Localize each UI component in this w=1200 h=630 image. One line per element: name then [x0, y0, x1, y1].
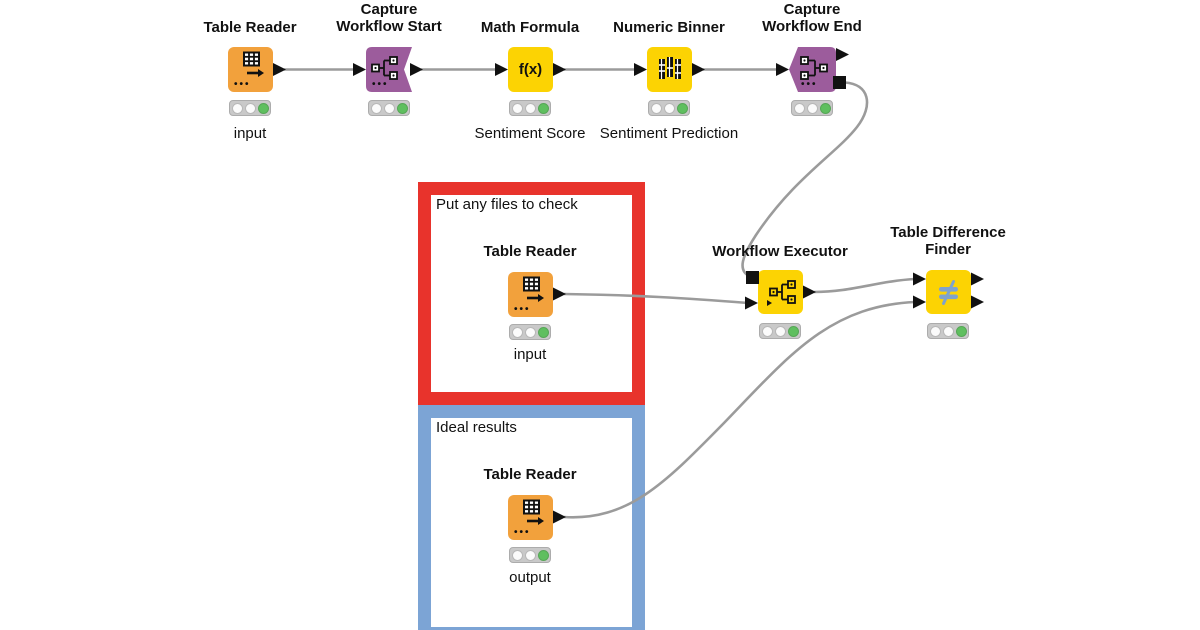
status-bulb [511, 326, 523, 338]
status-bulb [793, 102, 805, 114]
status-bulb [774, 325, 786, 337]
node-table-reader-output[interactable]: ••• [508, 495, 553, 540]
traffic-light [509, 100, 551, 116]
workflow-executor-icon [767, 280, 796, 306]
traffic-light [509, 547, 551, 563]
status-bulb [231, 102, 243, 114]
workflow-fork-icon [371, 56, 398, 80]
node-math-formula[interactable]: f(x) [508, 47, 553, 92]
status-bulb [383, 102, 395, 114]
node-label: Table Reader [483, 243, 577, 260]
node-dots: ••• [514, 527, 531, 538]
annotation-box-files-to-check[interactable]: Put any files to check [418, 182, 645, 405]
status-bulb [524, 549, 536, 561]
node-table-reader-1[interactable]: ••• [228, 47, 273, 92]
node-label: Numeric Binner [613, 19, 725, 36]
status-bulb-green [257, 102, 269, 114]
status-bulb [663, 102, 675, 114]
node-dots: ••• [801, 79, 818, 90]
annotation-title: Ideal results [436, 419, 517, 436]
node-label: Capture Workflow End [762, 1, 862, 35]
node-label: Math Formula [480, 19, 580, 36]
node-custom-label: Sentiment Score [474, 125, 586, 142]
node-workflow-executor[interactable] [758, 270, 803, 314]
traffic-light [648, 100, 690, 116]
status-bulb [806, 102, 818, 114]
annotation-title: Put any files to check [436, 196, 578, 213]
node-label: Capture Workflow Start [336, 1, 442, 35]
node-custom-label: input [513, 346, 547, 363]
wire-executor-to-differencefinder[interactable] [813, 277, 916, 294]
status-bulb-green [537, 326, 549, 338]
status-bulb-green [676, 102, 688, 114]
wire-input-reader-to-executor[interactable] [563, 292, 749, 305]
node-label: Table Difference Finder [890, 224, 1006, 258]
node-table-reader-input[interactable]: ••• [508, 272, 553, 317]
status-bulb [370, 102, 382, 114]
node-label: Table Reader [203, 19, 297, 36]
node-dots: ••• [234, 79, 251, 90]
node-custom-label: output [509, 569, 551, 586]
traffic-light [759, 323, 801, 339]
node-label: Workflow Executor [712, 243, 848, 260]
formula-icon: f(x) [518, 61, 543, 78]
wire-captureend-to-executor[interactable] [741, 81, 869, 279]
not-equal-icon [938, 280, 958, 305]
status-bulb-green [537, 549, 549, 561]
traffic-light [927, 323, 969, 339]
status-bulb [942, 325, 954, 337]
node-dots: ••• [372, 79, 389, 90]
wire-output-reader-to-differencefinder[interactable] [563, 300, 916, 519]
node-dots: ••• [514, 304, 531, 315]
table-icon [242, 51, 264, 77]
status-bulb-green [787, 325, 799, 337]
traffic-light [509, 324, 551, 340]
node-capture-workflow-start[interactable]: ••• [366, 47, 412, 92]
table-icon [522, 499, 544, 525]
capture-start-shape [366, 47, 412, 92]
traffic-light [229, 100, 271, 116]
status-bulb [244, 102, 256, 114]
status-bulb-green [955, 325, 967, 337]
traffic-light [368, 100, 410, 116]
binner-icon [658, 57, 681, 79]
node-label: Table Reader [483, 466, 577, 483]
status-bulb [524, 326, 536, 338]
workflow-merge-icon [800, 56, 828, 80]
status-bulb [511, 102, 523, 114]
status-bulb-green [537, 102, 549, 114]
status-bulb [511, 549, 523, 561]
traffic-light [791, 100, 833, 116]
node-numeric-binner[interactable] [647, 47, 692, 92]
node-capture-workflow-end[interactable]: ••• [789, 47, 836, 92]
status-bulb-green [396, 102, 408, 114]
status-bulb [761, 325, 773, 337]
status-bulb [524, 102, 536, 114]
node-table-difference-finder[interactable] [926, 270, 971, 314]
node-custom-label: input [233, 125, 267, 142]
table-icon [522, 276, 544, 302]
status-bulb [929, 325, 941, 337]
status-bulb-green [819, 102, 831, 114]
node-custom-label: Sentiment Prediction [599, 125, 739, 142]
status-bulb [650, 102, 662, 114]
